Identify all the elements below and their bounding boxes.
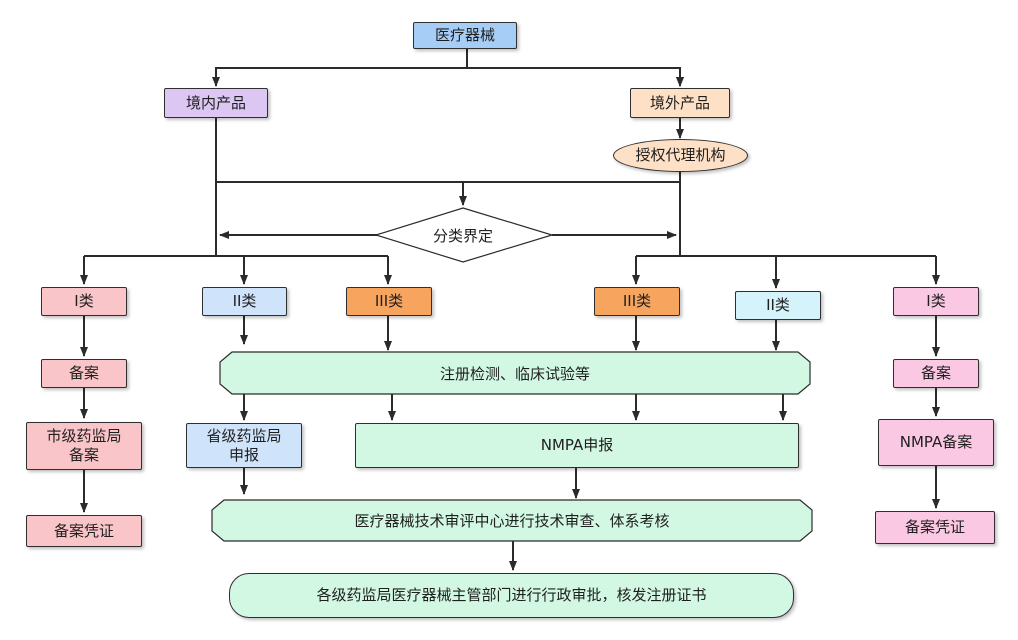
left-filing-label: 备案 <box>68 364 99 383</box>
left-class1-label: I类 <box>74 292 94 311</box>
right-class3-label: III类 <box>622 292 652 311</box>
right-class1-node: I类 <box>893 287 979 316</box>
root-node: 医疗器械 <box>413 22 517 49</box>
agent-node: 授权代理机构 <box>613 139 748 172</box>
left-class3-label: III类 <box>374 292 404 311</box>
right-class1-label: I类 <box>926 292 946 311</box>
right-class3-node: III类 <box>594 287 680 316</box>
nmpa-apply-label: NMPA申报 <box>540 436 614 455</box>
nmpa-filing-label: NMPA备案 <box>899 433 973 452</box>
domestic-label: 境内产品 <box>185 93 246 112</box>
right-certificate-label: 备案凭证 <box>904 518 965 537</box>
left-class2-label: II类 <box>232 292 257 311</box>
city-fda-node: 市级药监局备案 <box>26 422 142 470</box>
province-fda-label: 省级药监局申报 <box>206 426 282 464</box>
domestic-node: 境内产品 <box>164 88 268 118</box>
right-certificate-node: 备案凭证 <box>875 511 995 544</box>
final-approval-label: 各级药监局医疗器械主管部门进行行政审批，核发注册证书 <box>316 586 707 605</box>
root-label: 医疗器械 <box>434 26 495 45</box>
agent-label: 授权代理机构 <box>635 146 726 165</box>
left-certificate-node: 备案凭证 <box>26 515 142 547</box>
foreign-label: 境外产品 <box>649 93 710 112</box>
edge-root <box>215 48 680 86</box>
tech-review-label: 医疗器械技术审评中心进行技术审查、体系考核 <box>354 512 670 530</box>
right-class2-node: II类 <box>735 291 821 320</box>
classify-label: 分类界定 <box>432 226 493 245</box>
left-filing-node: 备案 <box>41 359 127 388</box>
right-filing-label: 备案 <box>920 364 951 383</box>
right-filing-node: 备案 <box>893 359 979 388</box>
registration-test-shape <box>219 351 811 395</box>
city-fda-label: 市级药监局备案 <box>46 427 122 464</box>
nmpa-apply-node: NMPA申报 <box>355 423 799 468</box>
tech-review-shape <box>211 499 813 542</box>
foreign-node: 境外产品 <box>630 88 730 118</box>
nmpa-filing-node: NMPA备案 <box>878 419 994 466</box>
left-class1-node: I类 <box>41 287 127 316</box>
final-approval-node: 各级药监局医疗器械主管部门进行行政审批，核发注册证书 <box>229 573 794 618</box>
left-certificate-label: 备案凭证 <box>53 521 114 540</box>
left-class3-node: III类 <box>346 287 432 316</box>
left-class2-node: II类 <box>202 287 287 316</box>
province-fda-node: 省级药监局申报 <box>186 423 302 468</box>
classify-diamond <box>373 207 555 263</box>
registration-test-label: 注册检测、临床试验等 <box>439 364 590 383</box>
right-class2-label: II类 <box>766 296 790 315</box>
